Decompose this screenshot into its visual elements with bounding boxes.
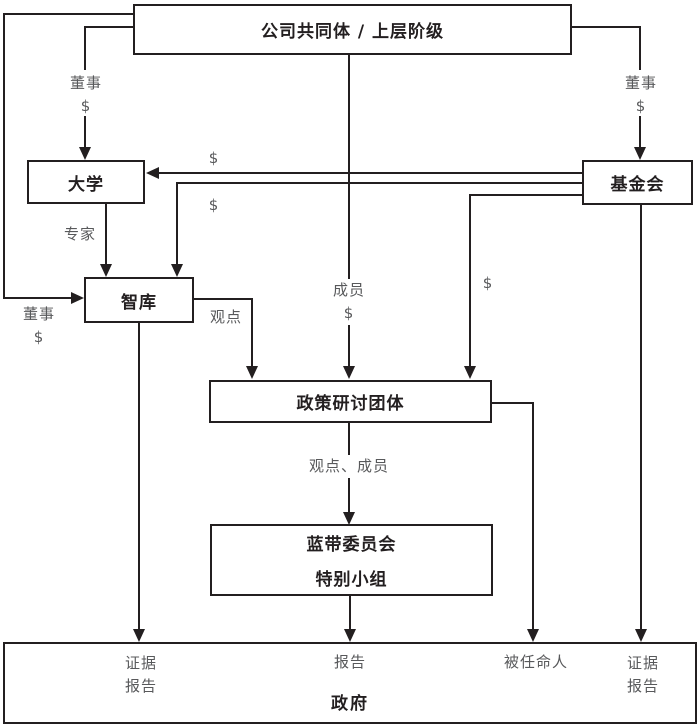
edge-thinktank-to-policygroup-h (194, 298, 253, 300)
box-foundation: 基金会 (582, 160, 693, 205)
box-policy-group: 政策研讨团体 (209, 380, 492, 423)
box-foundation-label: 基金会 (610, 175, 665, 195)
edge-foundation-to-thinktank-h (176, 182, 582, 184)
edge-corporate-to-university-v1 (84, 26, 86, 70)
label-evidence-right-line1: 证据 (626, 654, 659, 672)
edge-policygroup-to-government-h (492, 402, 534, 404)
edge-university-to-thinktank-v (105, 203, 107, 265)
arrowhead-into-government-from-policygroup (527, 629, 539, 642)
label-directors-far-left-money: $ (33, 328, 45, 346)
arrowhead-into-government-from-thinktank (133, 629, 145, 642)
edge-foundation-to-policygroup-h (469, 194, 582, 196)
label-viewpoints-members: 观点、成员 (294, 455, 404, 478)
arrowhead-into-thinktank-from-foundation (171, 264, 183, 277)
label-money-to-think-tank: $ (208, 196, 220, 214)
edge-corporate-to-university-v2 (84, 116, 86, 148)
box-government-label: 政府 (331, 694, 369, 714)
edge-farleft-to-thinktank-h (3, 297, 72, 299)
box-blue-ribbon-line1: 蓝带委员会 (306, 535, 397, 555)
edge-farleft-vertical (3, 13, 5, 299)
edge-corporate-to-foundation-v1 (639, 26, 641, 70)
edge-corporate-to-farleft-h (3, 13, 134, 15)
arrowhead-into-policygroup-center (343, 366, 355, 379)
label-directors-far-left: 董事 (22, 305, 55, 323)
label-members-dollar: $ (343, 304, 355, 322)
arrowhead-into-thinktank-left (71, 292, 84, 304)
box-blue-ribbon: 蓝带委员会 特别小组 (210, 524, 493, 596)
edge-corporate-to-university-h (84, 26, 134, 28)
label-money-to-university: $ (208, 149, 220, 167)
edge-blueribbon-to-government-v (349, 596, 351, 630)
label-evidence-reports-left: 证据 报告 (111, 652, 171, 698)
label-directors-right: 董事 (624, 74, 657, 92)
label-appointees: 被任命人 (503, 653, 568, 671)
box-corporate-community: 公司共同体 / 上层阶级 (133, 4, 572, 55)
label-directors-right-money: $ (635, 97, 647, 115)
label-money-to-policy-group: $ (482, 274, 494, 292)
label-evidence-left-line2: 报告 (124, 677, 157, 695)
label-directors-left: 董事 (69, 74, 102, 92)
arrowhead-into-university-top (79, 147, 91, 160)
label-members: 成员 (332, 281, 365, 299)
box-university-label: 大学 (68, 174, 104, 195)
label-viewpoints: 观点 (209, 308, 242, 326)
arrowhead-into-policygroup-from-thinktank (246, 366, 258, 379)
edge-foundation-to-thinktank-v (176, 182, 178, 265)
box-government: 政府 (3, 642, 697, 724)
arrowhead-into-university-right (146, 167, 159, 179)
edge-corporate-to-policygroup-v (348, 55, 350, 366)
box-blue-ribbon-line2: 特别小组 (315, 570, 388, 590)
arrowhead-into-government-from-foundation (635, 629, 647, 642)
box-policy-group-label: 政策研讨团体 (296, 394, 405, 414)
edge-corporate-to-foundation-v2 (639, 116, 641, 148)
edge-thinktank-to-policygroup-v (251, 298, 253, 366)
arrowhead-into-government-from-blueribbon (344, 629, 356, 642)
arrowhead-into-thinktank-from-university (100, 264, 112, 277)
label-evidence-right-line2: 报告 (626, 677, 659, 695)
edge-policygroup-to-government-v (532, 402, 534, 630)
edge-thinktank-to-government-v (138, 322, 140, 630)
edge-foundation-to-policygroup-v (469, 194, 471, 366)
edge-foundation-to-university-h (158, 172, 582, 174)
label-evidence-left-line1: 证据 (124, 654, 157, 672)
edge-corporate-to-foundation-h (571, 26, 641, 28)
arrowhead-into-foundation-top (634, 147, 646, 160)
box-corporate-community-label: 公司共同体 / 上层阶级 (260, 22, 445, 42)
box-think-tank-label: 智库 (121, 292, 157, 313)
label-members-money: 成员 $ (322, 279, 376, 325)
label-evidence-reports-right: 证据 报告 (613, 652, 673, 698)
arrowhead-into-policygroup-from-foundation (464, 366, 476, 379)
box-university: 大学 (27, 160, 145, 204)
box-think-tank: 智库 (84, 277, 194, 323)
edge-foundation-to-government-v (640, 204, 642, 630)
label-experts: 专家 (63, 225, 96, 243)
label-directors-left-money: $ (80, 97, 92, 115)
label-reports: 报告 (333, 653, 366, 671)
arrowhead-into-blueribbon-top (343, 512, 355, 525)
